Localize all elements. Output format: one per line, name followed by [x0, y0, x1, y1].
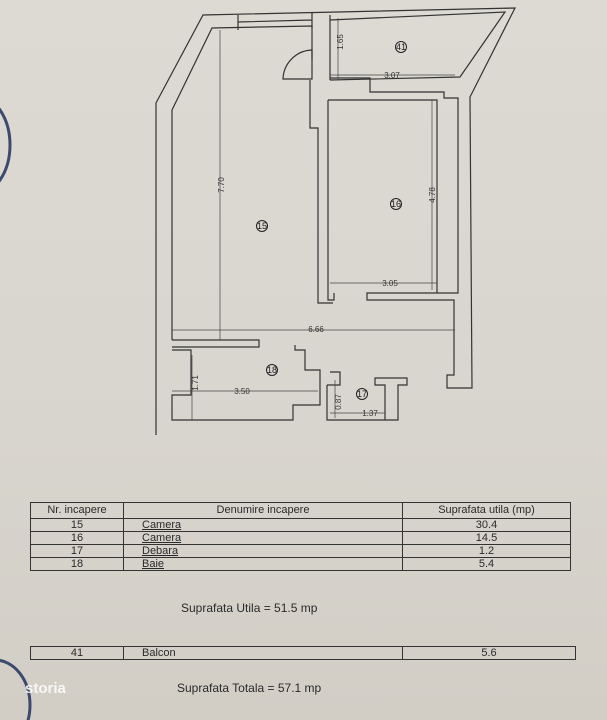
table-header: Nr. incapere Denumire incapere Suprafata… — [30, 502, 571, 519]
dim-1-37: 1.37 — [362, 409, 378, 418]
svg-text:15: 15 — [257, 221, 267, 231]
cell-area: 30.4 — [402, 518, 571, 532]
dim-1-65: 1.65 — [336, 34, 345, 50]
room-15-bottom-wall — [172, 339, 260, 348]
cell-name: Camera — [123, 531, 403, 545]
svg-text:17: 17 — [357, 389, 367, 399]
dim-3-05: 3.05 — [382, 279, 398, 288]
room-17-label: 17 — [356, 388, 368, 400]
cell-name: Baie — [123, 557, 403, 571]
svg-text:16: 16 — [391, 199, 401, 209]
door-arc — [282, 49, 313, 80]
dim-0-87: 0.87 — [334, 394, 343, 410]
dim-3-07: 3.07 — [384, 71, 400, 80]
cell-area: 1.2 — [402, 544, 571, 558]
cell-name: Debara — [123, 544, 403, 558]
outer-wall — [155, 7, 516, 435]
table-row: 41 Balcon 5.6 — [30, 646, 576, 660]
dim-6-66: 6.66 — [308, 325, 324, 334]
cell-name: Balcon — [123, 646, 403, 660]
cell-nr: 18 — [30, 557, 124, 571]
corridor-wall — [309, 80, 333, 304]
cell-nr: 16 — [30, 531, 124, 545]
room-15-label: 15 — [256, 220, 268, 232]
cell-area: 14.5 — [402, 531, 571, 545]
dim-3-50: 3.50 — [234, 387, 250, 396]
cell-area: 5.4 — [402, 557, 571, 571]
cell-name: Camera — [123, 518, 403, 532]
svg-text:41: 41 — [396, 42, 406, 52]
room-17-wall — [326, 371, 408, 421]
dim-4-78: 4.78 — [428, 187, 437, 203]
cell-area: 5.6 — [402, 646, 576, 660]
room-18-wall — [171, 345, 321, 421]
useful-area-total: Suprafata Utila = 51.5 mp — [181, 601, 318, 615]
balcony-wall — [329, 11, 507, 81]
dim-7-70: 7.70 — [217, 177, 226, 193]
cell-nr: 15 — [30, 518, 124, 532]
balcony-table: 41 Balcon 5.6 — [30, 646, 576, 660]
cell-nr: 17 — [30, 544, 124, 558]
room-18-label: 18 — [266, 364, 278, 376]
dim-1-71: 1.71 — [191, 375, 200, 391]
stamp-top — [0, 107, 12, 183]
storia-watermark: storia — [25, 680, 66, 697]
total-area: Suprafata Totala = 57.1 mp — [177, 681, 322, 695]
room-41-label: 41 — [395, 41, 407, 53]
header-area: Suprafata utila (mp) — [402, 502, 571, 519]
room-16-wall — [327, 99, 438, 301]
header-nr: Nr. incapere — [30, 502, 124, 519]
stamp-bottom — [0, 658, 32, 720]
cell-nr: 41 — [30, 646, 124, 660]
window-top — [237, 12, 313, 30]
room-15-wall — [171, 25, 313, 340]
svg-text:18: 18 — [267, 365, 277, 375]
room-16-label: 16 — [390, 198, 402, 210]
rooms-table: Nr. incapere Denumire incapere Suprafata… — [30, 502, 571, 571]
header-name: Denumire incapere — [123, 502, 403, 519]
